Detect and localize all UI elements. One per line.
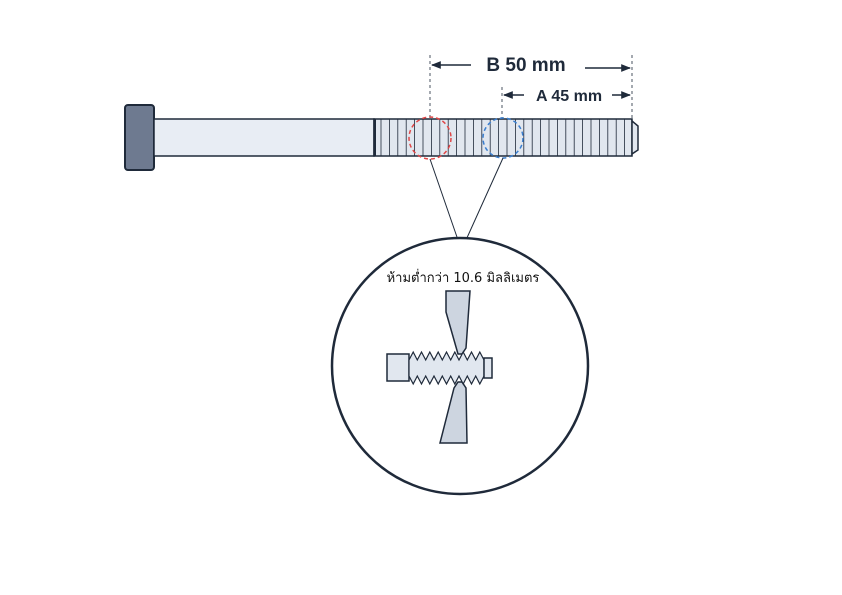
leader-line-left — [429, 158, 459, 241]
detail-note: ห้ามต่ำกว่า 10.6 มิลลิเมตร — [387, 269, 540, 286]
dimension-b: B 50 mm — [431, 55, 631, 76]
bolt — [124, 104, 639, 171]
dimension-b-label: B 50 mm — [486, 55, 565, 76]
detail-view: ห้ามต่ำกว่า 10.6 มิลลิเมตร — [330, 236, 590, 496]
detail-thread-end — [483, 357, 493, 379]
bolt-threaded-section — [373, 118, 633, 157]
detail-thread-plain-end — [386, 353, 410, 382]
marker-b-circle — [408, 116, 452, 160]
dimension-a: A 45 mm — [503, 88, 631, 105]
dimension-a-label: A 45 mm — [536, 88, 602, 105]
leader-line-right — [465, 157, 504, 241]
bolt-head — [124, 104, 155, 171]
bolt-thread-lines — [380, 119, 625, 156]
detail-thread-profile — [408, 350, 485, 386]
bolt-shank — [153, 118, 375, 157]
bolt-tip — [631, 119, 639, 156]
